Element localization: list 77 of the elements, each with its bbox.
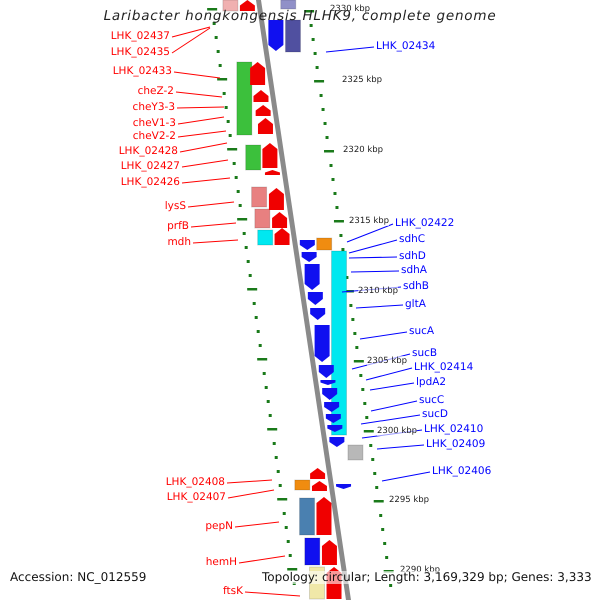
- gene-label: LHK_02428: [118, 145, 178, 158]
- gene-label: LHK_02407: [166, 491, 226, 504]
- gene-label: LHK_02408: [166, 476, 225, 489]
- leader-line: [182, 160, 228, 168]
- leader-line: [362, 430, 422, 438]
- gene-label: LHK_02422: [395, 217, 454, 230]
- leader-line: [228, 490, 274, 498]
- leader-line: [172, 26, 210, 38]
- tick-label: 2300 kbp: [377, 426, 418, 436]
- gene-label: mdh: [167, 236, 191, 249]
- gene-label: LHK_02409: [426, 438, 486, 451]
- gene-label: cheZ-2: [138, 85, 174, 98]
- accession-text: Accession: NC_012559: [10, 571, 146, 584]
- gene-label: cheY3-3: [132, 101, 175, 114]
- gene-label: LHK_02437: [110, 30, 170, 43]
- gene-label: hemH: [206, 556, 237, 569]
- gene-label: sdhD: [399, 250, 426, 263]
- tick-label: 2315 kbp: [349, 216, 390, 226]
- leader-line: [188, 202, 234, 208]
- leader-line: [356, 304, 404, 308]
- leader-line: [348, 240, 398, 254]
- leader-line: [238, 556, 286, 564]
- leader-line: [360, 332, 408, 340]
- tick-label: 2295 kbp: [389, 495, 430, 505]
- gene-label: sucA: [409, 325, 434, 338]
- gene-label: sucB: [412, 347, 438, 360]
- leader-line: [352, 354, 410, 370]
- leader-line: [172, 28, 210, 54]
- tick-label: 2320 kbp: [343, 145, 384, 155]
- gene-label: LHK_02433: [112, 65, 172, 78]
- gene-label: gltA: [405, 298, 426, 311]
- gene-label: cheV1-3: [132, 117, 176, 130]
- tick-label: 2310 kbp: [358, 286, 398, 296]
- gene-label: lpdA2: [416, 376, 446, 389]
- leader-line: [342, 286, 402, 292]
- leader-line: [176, 106, 224, 108]
- tick-label: 2325 kbp: [342, 75, 382, 85]
- gene-label: LHK_02427: [120, 160, 180, 173]
- leader-line: [360, 414, 420, 424]
- leader-line: [174, 72, 220, 78]
- leader-line: [348, 256, 398, 258]
- gene-label: sdhC: [399, 233, 426, 246]
- leader-line: [346, 224, 394, 242]
- gene-label: LHK_02434: [376, 40, 436, 53]
- gene-label: pepN: [205, 520, 233, 533]
- gene-label: LHK_02435: [110, 46, 170, 59]
- leader-line: [176, 92, 222, 98]
- leader-line: [382, 472, 430, 482]
- leader-line: [192, 240, 238, 244]
- gene-label: LHK_02426: [120, 176, 180, 189]
- leader-line: [178, 116, 224, 124]
- gene-label: cheV2-2: [132, 130, 176, 143]
- leader-line: [326, 46, 374, 52]
- leader-line: [366, 368, 412, 380]
- gene-label: ftsK: [223, 585, 243, 598]
- leader-line: [190, 222, 236, 228]
- leader-line: [370, 382, 414, 390]
- leader-line: [244, 592, 300, 596]
- gene-label: sucC: [419, 394, 444, 407]
- leader-line: [234, 522, 280, 528]
- gene-label: LHK_02410: [424, 423, 484, 436]
- gene-label: sdhA: [401, 264, 427, 277]
- leader-line: [226, 480, 272, 484]
- genome-summary-text: Topology: circular; Length: 3,169,329 bp; Genes: 3,333: [262, 571, 592, 584]
- gene-label: lysS: [164, 200, 186, 213]
- leader-line: [376, 444, 424, 450]
- gene-label: sucD: [422, 408, 448, 421]
- tick-label: 2305 kbp: [367, 356, 408, 366]
- gene-label: sdhB: [403, 280, 429, 293]
- gene-label: prfB: [167, 220, 189, 233]
- leader-line: [178, 130, 226, 138]
- gene-label: LHK_02414: [414, 361, 474, 374]
- gene-label: LHK_02406: [432, 465, 492, 478]
- leader-line: [180, 142, 228, 152]
- leader-line: [370, 400, 418, 412]
- leader-line: [350, 270, 400, 272]
- leader-line: [182, 178, 230, 184]
